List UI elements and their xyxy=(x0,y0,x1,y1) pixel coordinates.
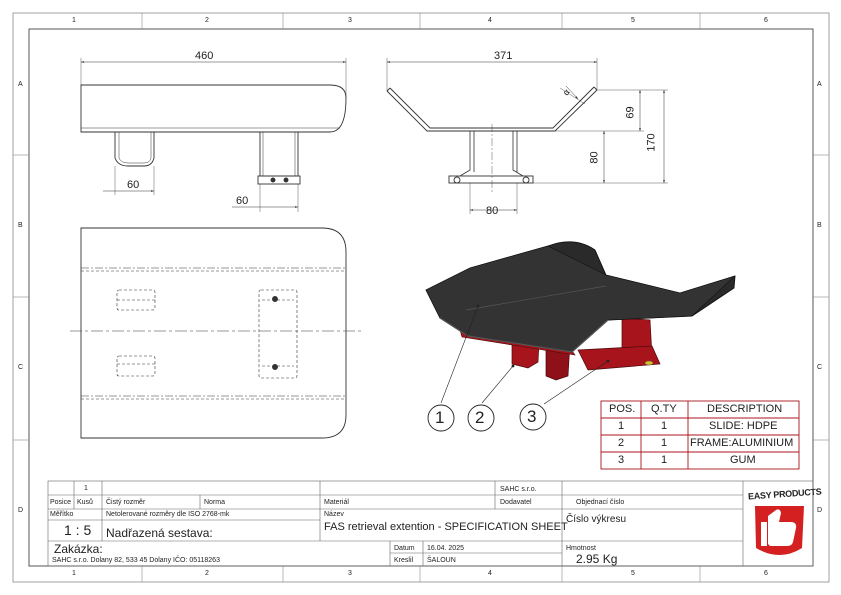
dim-total-height: 170 xyxy=(645,133,658,152)
zone-row-c-left: C xyxy=(18,364,24,371)
tb-date-label: Datum xyxy=(394,545,415,552)
tb-supplier: Dodavatel xyxy=(500,499,532,506)
tb-order-number: Objednací číslo xyxy=(576,499,625,506)
zone-col-5-top: 5 xyxy=(631,17,635,24)
zone-col-3-top: 3 xyxy=(348,17,352,24)
title-block-lines xyxy=(47,480,814,567)
tb-tolerance-note: Netolerované rozměry dle ISO 2768-mk xyxy=(106,511,230,518)
bom-header-description: DESCRIPTION xyxy=(707,403,783,415)
zone-row-a-right: A xyxy=(817,81,822,88)
bom-row1-pos: 1 xyxy=(618,420,625,432)
bom-table xyxy=(600,400,800,470)
tb-assembly-label: Nadřazená sestava: xyxy=(106,526,213,540)
bom-row2-description: FRAME:ALUMINIUM xyxy=(690,437,794,449)
dim-top-width: 371 xyxy=(494,50,513,62)
bom-row3-qty: 1 xyxy=(661,454,668,466)
zone-col-5-bottom: 5 xyxy=(631,570,635,577)
dim-leg-height: 80 xyxy=(588,151,601,164)
zone-col-3-bottom: 3 xyxy=(348,570,352,577)
dim-wing-height: 69 xyxy=(624,106,637,119)
dim-leg-width-b: 60 xyxy=(236,195,249,207)
balloon-2: 2 xyxy=(475,408,485,427)
zone-col-6-top: 6 xyxy=(764,17,768,24)
dim-leg-width-a: 60 xyxy=(127,179,140,191)
zone-row-a-left: A xyxy=(18,81,23,88)
tb-scale-label: Měřítko xyxy=(50,511,74,518)
zone-row-c-right: C xyxy=(817,364,823,371)
tb-count-value: 1 xyxy=(84,485,88,492)
tb-company-small: SAHC s.r.o. xyxy=(500,486,537,493)
side-view xyxy=(386,58,668,214)
tb-mass-value: 2.95 Kg xyxy=(576,552,618,566)
tb-col-material: Materiál xyxy=(324,499,349,506)
zone-col-4-bottom: 4 xyxy=(488,570,492,577)
zone-ticks xyxy=(13,13,829,582)
bom-row2-pos: 2 xyxy=(618,437,625,449)
tb-col-pieces: Kusů xyxy=(77,499,93,506)
outer-border xyxy=(12,12,830,583)
tb-mass-label: Hmotnost xyxy=(566,545,596,552)
zone-col-1-top: 1 xyxy=(72,17,76,24)
bom-header-pos: POS. xyxy=(609,403,636,415)
balloon-1: 1 xyxy=(435,408,445,427)
tb-col-clean-size: Čistý rozměr xyxy=(106,499,146,506)
bom-row1-qty: 1 xyxy=(661,420,668,432)
zone-col-2-bottom: 2 xyxy=(205,570,209,577)
bom-row2-qty: 1 xyxy=(661,437,668,449)
bom-header-qty: Q.TY xyxy=(651,403,677,415)
zone-row-b-right: B xyxy=(817,222,822,229)
balloon-3: 3 xyxy=(527,407,537,426)
tb-name-label: Název xyxy=(324,511,344,518)
dim-base-width: 80 xyxy=(486,205,499,217)
easy-products-logo xyxy=(746,484,810,562)
bom-row1-description: SLIDE: HDPE xyxy=(709,420,778,432)
tb-drawn-value: ŠALOUN xyxy=(427,557,456,564)
tb-scale-value: 1 : 5 xyxy=(64,522,92,538)
dim-top-length: 460 xyxy=(195,50,214,62)
tb-drawn-label: Kreslil xyxy=(394,557,414,564)
top-view xyxy=(70,227,362,439)
tb-date-value: 16.04. 2025 xyxy=(427,545,464,552)
zone-row-d-left: D xyxy=(18,507,24,514)
front-view xyxy=(80,58,347,212)
tb-order-label: Zakázka: xyxy=(54,542,103,556)
zone-col-1-bottom: 1 xyxy=(72,570,76,577)
tb-col-position: Posice xyxy=(50,499,72,506)
zone-col-2-top: 2 xyxy=(205,17,209,24)
tb-title: FAS retrieval extention - SPECIFICATION … xyxy=(324,521,568,533)
bom-row3-description: GUM xyxy=(730,454,756,466)
isometric-view xyxy=(425,241,736,432)
zone-row-b-left: B xyxy=(18,222,23,229)
tb-col-standard: Norma xyxy=(204,499,226,506)
zone-col-4-top: 4 xyxy=(488,17,492,24)
bom-row3-pos: 3 xyxy=(618,454,625,466)
tb-address: SAHC s.r.o. Dolany 82, 533 45 Dolany IČO… xyxy=(52,557,220,564)
tb-drawing-number: Číslo výkresu xyxy=(566,514,627,525)
zone-col-6-bottom: 6 xyxy=(764,570,768,577)
zone-row-d-right: D xyxy=(817,507,823,514)
